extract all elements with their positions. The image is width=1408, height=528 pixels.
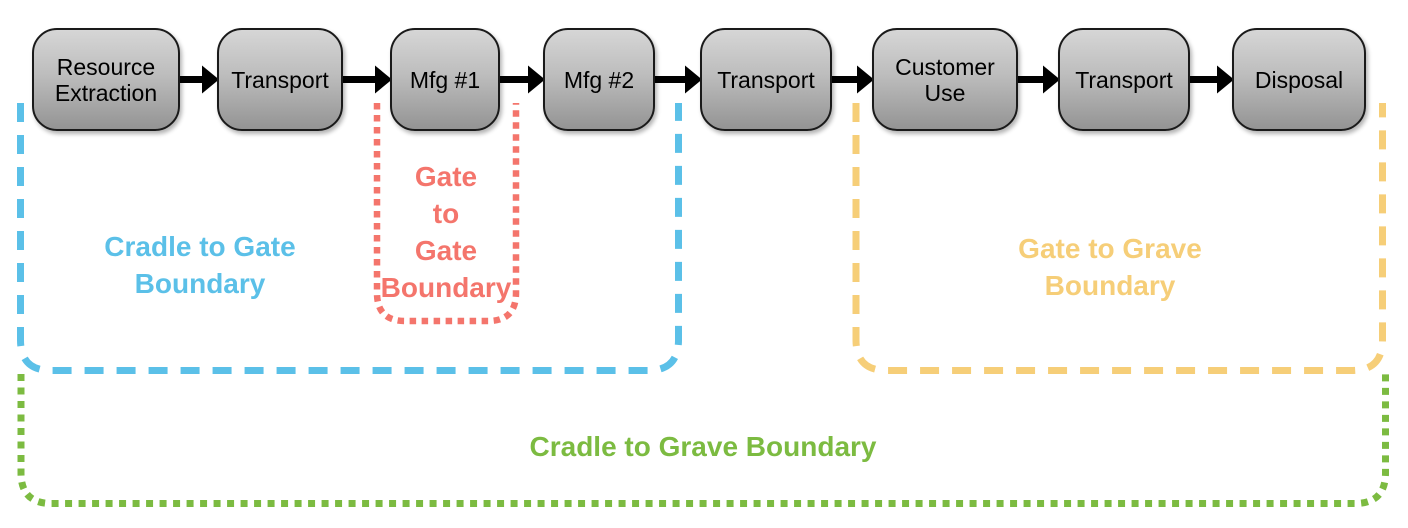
gate-to-grave-boundary-label: Gate to Grave Boundary — [1018, 233, 1202, 301]
stage-box-transport-2: Transport — [700, 28, 832, 131]
stage-label: Customer Use — [895, 53, 995, 106]
stage-box-transport-1: Transport — [217, 28, 343, 131]
stage-box-mfg-2: Mfg #2 — [543, 28, 655, 131]
stage-box-mfg-1: Mfg #1 — [390, 28, 500, 131]
stage-box-resource-extraction: Resource Extraction — [32, 28, 180, 131]
stage-label: Disposal — [1254, 66, 1344, 93]
gate-to-gate-boundary-label: Gate to Gate Boundary — [380, 161, 512, 303]
stage-label: Mfg #2 — [563, 66, 635, 93]
gate-to-grave-boundary-outline — [852, 103, 1386, 374]
stage-box-disposal: Disposal — [1232, 28, 1366, 131]
stage-label: Mfg #1 — [409, 66, 481, 93]
stage-label: Resource Extraction — [54, 53, 158, 106]
stage-label: Transport — [717, 66, 815, 93]
stage-box-customer-use: Customer Use — [872, 28, 1018, 131]
stage-label: Transport — [231, 66, 329, 93]
stage-box-transport-3: Transport — [1058, 28, 1190, 131]
gate-to-gate-boundary-outline — [373, 103, 520, 325]
cradle-to-gate-boundary-label: Cradle to Gate Boundary — [104, 231, 296, 299]
cradle-to-grave-boundary-outline — [17, 374, 1389, 507]
arrow-right-icon — [179, 65, 1234, 94]
stage-label: Transport — [1075, 66, 1173, 93]
cradle-to-gate-boundary-outline — [17, 103, 682, 374]
cradle-to-grave-boundary-label: Cradle to Grave Boundary — [529, 431, 877, 462]
